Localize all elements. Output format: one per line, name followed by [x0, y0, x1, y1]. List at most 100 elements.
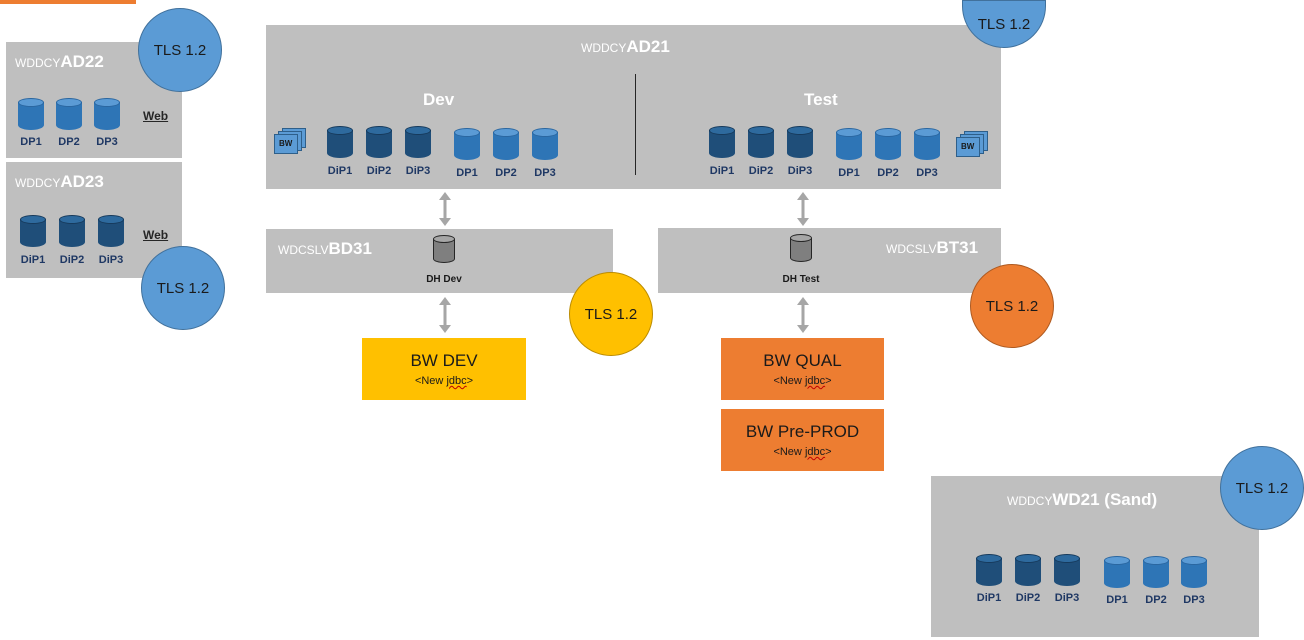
- database-label: DH Dev: [426, 274, 462, 285]
- server-title-ad23: WDDCYAD23: [15, 172, 104, 192]
- database-label: DH Test: [782, 274, 820, 285]
- database-label: DiP3: [787, 165, 813, 177]
- database-label: DP3: [96, 136, 118, 148]
- database-icon: [98, 215, 124, 247]
- database-label: DiP2: [59, 254, 85, 266]
- database-icon: [1104, 556, 1130, 588]
- server-title-bt31: WDCSLVBT31: [886, 238, 978, 258]
- bw-icon: BW: [274, 128, 306, 154]
- database-icon: [405, 126, 431, 158]
- server-name: AD23: [60, 172, 104, 191]
- server-name: BT31: [936, 238, 979, 257]
- section-divider: [635, 74, 636, 175]
- database-label: DP3: [1183, 594, 1205, 606]
- database-label: DiP1: [20, 254, 46, 266]
- server-prefix: WDDCY: [15, 176, 61, 190]
- database-icon: [532, 128, 558, 160]
- database-label: DiP1: [709, 165, 735, 177]
- database-icon: [976, 554, 1002, 586]
- target-subtitle: <New jdbc>: [773, 375, 832, 387]
- partial-orange-box: [0, 0, 136, 4]
- server-title-wd21: WDDCYWD21 (Sand): [1007, 490, 1157, 510]
- database-label: DP2: [58, 136, 80, 148]
- database-icon: [493, 128, 519, 160]
- double-arrow: [439, 192, 451, 226]
- database-icon: [914, 128, 940, 160]
- database-icon: [18, 98, 44, 130]
- database-icon: [836, 128, 862, 160]
- database-label: DiP3: [405, 165, 431, 177]
- tls-badge-bd31: TLS 1.2: [569, 272, 653, 356]
- bw-icon-label: BW: [961, 142, 975, 151]
- database-label: DiP2: [1015, 592, 1041, 604]
- database-icon: [327, 126, 353, 158]
- database-icon: [433, 235, 455, 263]
- server-title-bd31: WDCSLVBD31: [278, 239, 372, 259]
- database-label: DP3: [534, 167, 556, 179]
- database-label: DP2: [877, 167, 899, 179]
- server-box-ad23: WDDCYAD23 DiP1 DiP2 DiP3 Web: [6, 162, 182, 278]
- database-icon: [1015, 554, 1041, 586]
- target-bw-dev: BW DEV <New jdbc>: [362, 338, 526, 400]
- database-label: DP1: [20, 136, 42, 148]
- database-label: DP1: [1106, 594, 1128, 606]
- database-label: DiP3: [98, 254, 124, 266]
- database-label: DP2: [1145, 594, 1167, 606]
- database-label: DiP2: [366, 165, 392, 177]
- server-prefix: WDDCY: [15, 56, 61, 70]
- database-icon: [94, 98, 120, 130]
- database-label: DP3: [916, 167, 938, 179]
- bw-icon-label: BW: [279, 139, 293, 148]
- bw-icon: BW: [956, 131, 988, 157]
- double-arrow: [797, 297, 809, 333]
- database-label: DiP3: [1054, 592, 1080, 604]
- server-name: AD22: [60, 52, 104, 71]
- database-label: DP2: [495, 167, 517, 179]
- database-label: DiP1: [327, 165, 353, 177]
- database-icon: [366, 126, 392, 158]
- target-bw-preprod: BW Pre-PROD <New jdbc>: [721, 409, 884, 471]
- double-arrow: [797, 192, 809, 226]
- database-icon: [748, 126, 774, 158]
- database-icon: [709, 126, 735, 158]
- database-icon: [1181, 556, 1207, 588]
- web-link-label: Web: [143, 228, 169, 242]
- server-name: BD31: [328, 239, 372, 258]
- database-icon: [59, 215, 85, 247]
- database-icon: [20, 215, 46, 247]
- database-label: DP1: [456, 167, 478, 179]
- database-icon: [454, 128, 480, 160]
- tls-badge-ad22: TLS 1.2: [138, 8, 222, 92]
- tls-badge-wd21: TLS 1.2: [1220, 446, 1304, 530]
- database-label: DiP1: [976, 592, 1002, 604]
- server-box-bd31: WDCSLVBD31 DH Dev: [266, 229, 613, 293]
- server-prefix: WDCSLV: [278, 243, 329, 257]
- database-icon: [1143, 556, 1169, 588]
- server-name: WD21 (Sand): [1052, 490, 1158, 509]
- server-box-bt31: WDCSLVBT31 DH Test: [658, 228, 1001, 293]
- database-label: DP1: [838, 167, 860, 179]
- server-title-ad22: WDDCYAD22: [15, 52, 104, 72]
- server-prefix: WDCSLV: [886, 242, 937, 256]
- target-title: BW QUAL: [763, 351, 842, 370]
- section-label-dev: Dev: [423, 90, 455, 109]
- database-icon: [56, 98, 82, 130]
- database-label: DiP2: [748, 165, 774, 177]
- tls-badge-ad23: TLS 1.2: [141, 246, 225, 330]
- database-icon: [790, 234, 812, 262]
- target-subtitle: <New jdbc>: [773, 446, 832, 458]
- database-icon: [875, 128, 901, 160]
- server-prefix: WDDCY: [581, 41, 627, 55]
- target-bw-qual: BW QUAL <New jdbc>: [721, 338, 884, 400]
- double-arrow: [439, 297, 451, 333]
- database-icon: [1054, 554, 1080, 586]
- section-label-test: Test: [804, 90, 838, 109]
- server-box-wd21: WDDCYWD21 (Sand) DiP1 DiP2 DiP3 DP1 DP2 …: [931, 476, 1259, 637]
- database-icon: [787, 126, 813, 158]
- target-subtitle: <New jdbc>: [414, 375, 474, 387]
- server-title-ad21: WDDCYAD21: [581, 37, 670, 57]
- server-name: AD21: [626, 37, 670, 56]
- target-title: BW DEV: [410, 351, 478, 370]
- target-title: BW Pre-PROD: [745, 422, 860, 441]
- server-box-ad21: WDDCYAD21 Dev Test BW DiP1 DiP2 DiP3 DP1…: [266, 25, 1001, 189]
